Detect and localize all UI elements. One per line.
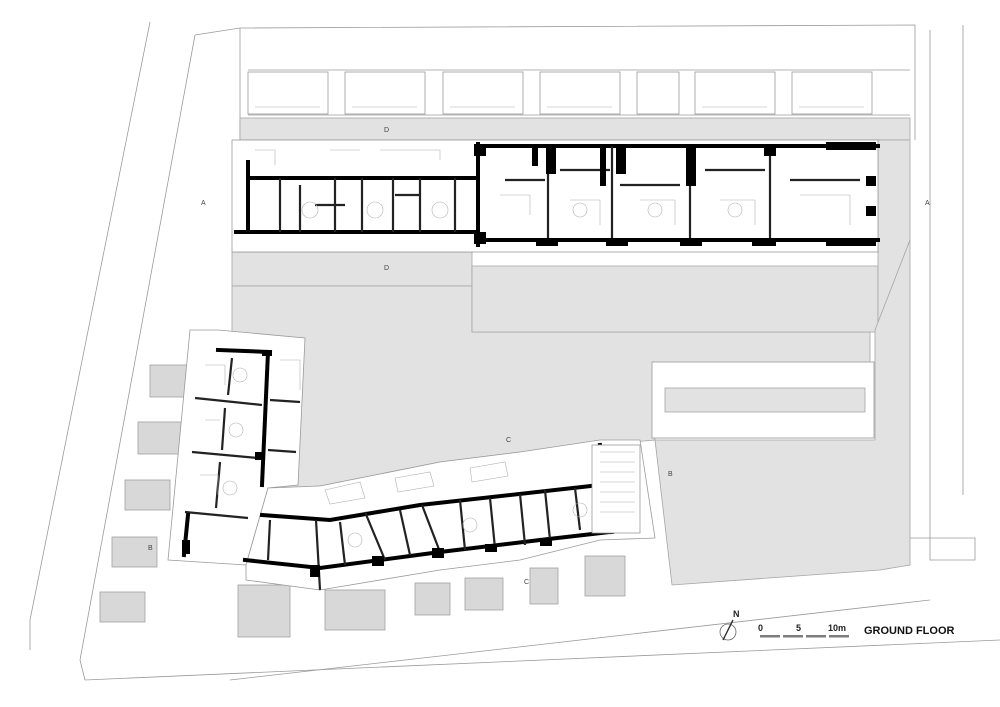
section-c-courtyard: C	[506, 437, 511, 444]
section-b-right: B	[668, 471, 673, 478]
section-b-left: B	[148, 545, 153, 552]
top-garages	[247, 71, 873, 115]
north-label: N	[733, 609, 740, 619]
west-wing	[167, 329, 306, 566]
section-d-middle: D	[384, 265, 389, 272]
south-wing	[242, 439, 656, 591]
site-context	[29, 21, 1000, 681]
scale-bar-segment	[783, 635, 803, 638]
parking-block	[651, 361, 875, 439]
north-arrow: N	[719, 609, 740, 641]
scale-bar-segment	[806, 635, 826, 638]
scale-label-10m: 10m	[828, 623, 846, 633]
scale-bar: 0 5 10m	[758, 623, 849, 638]
section-a-right: A	[925, 200, 930, 207]
drawing-title: GROUND FLOOR	[864, 625, 954, 637]
scale-bar-segment	[829, 635, 849, 638]
north-arrow-needle-icon	[722, 619, 734, 641]
section-c-bottom: C	[524, 579, 529, 586]
scale-bar-segment	[760, 635, 780, 638]
north-arrow-circle-icon	[719, 623, 737, 641]
north-building	[231, 139, 880, 253]
scale-label-5: 5	[796, 623, 801, 633]
section-a-left: A	[201, 200, 206, 207]
section-d-top: D	[384, 127, 389, 134]
scale-label-0: 0	[758, 623, 763, 633]
section-markers: A A B B C C D D	[148, 127, 930, 586]
